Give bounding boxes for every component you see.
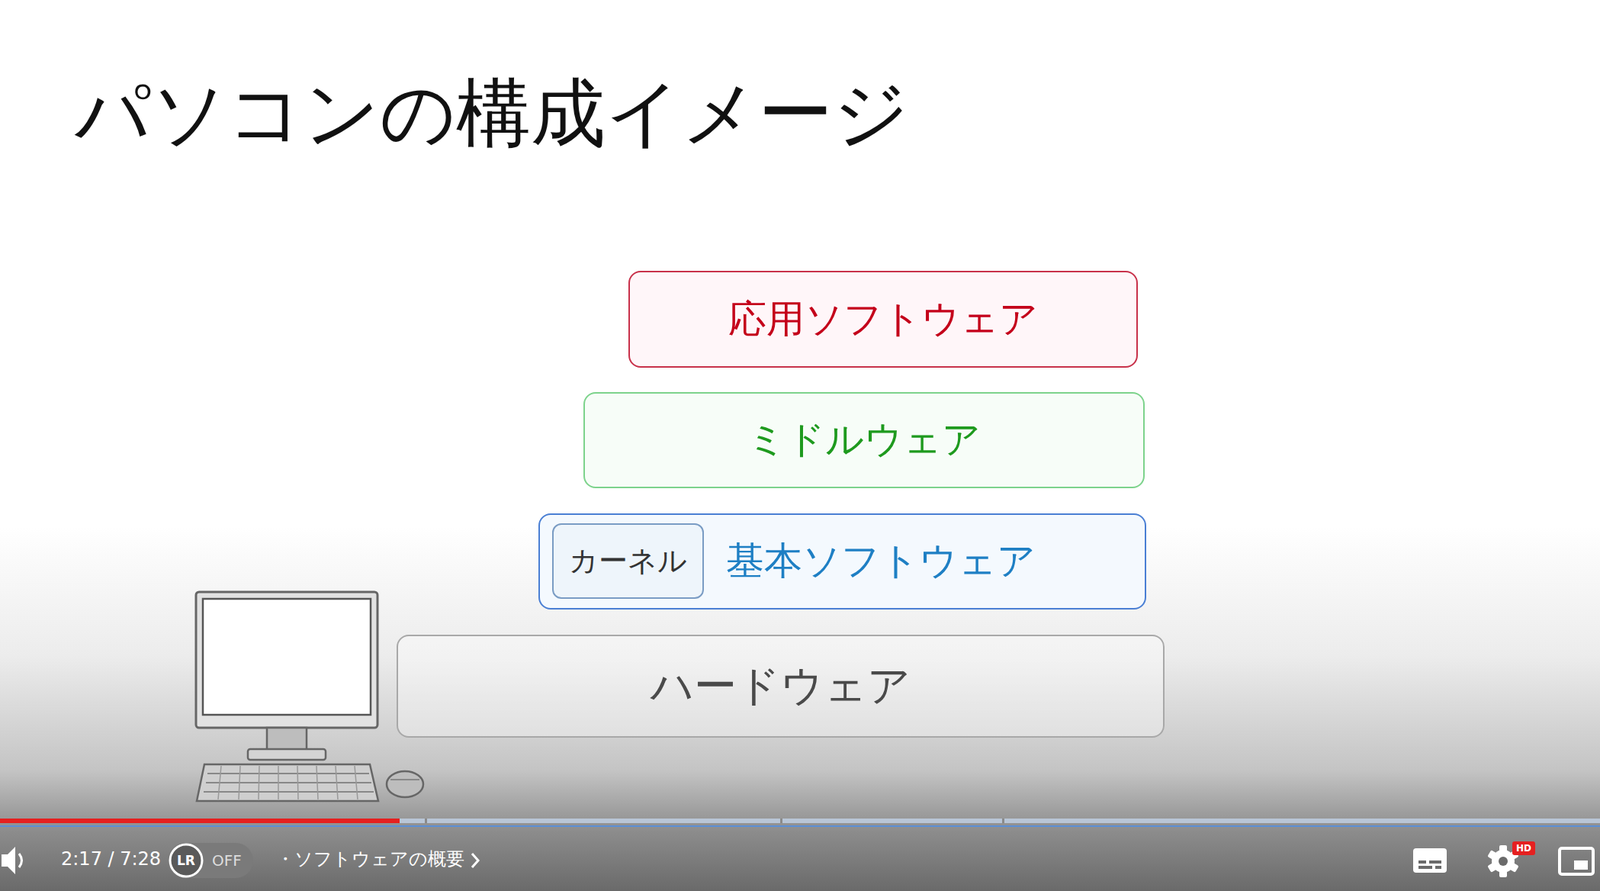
- slide-title: パソコンの構成イメージ: [74, 70, 910, 157]
- layer-box: 応用ソフトウェア: [628, 270, 1138, 368]
- layer-label: 応用ソフトウェア: [728, 297, 1038, 342]
- subtitles-icon: [1413, 848, 1447, 873]
- chevron: [472, 853, 479, 868]
- toggle-pill: [167, 842, 254, 878]
- hd-badge: [1512, 841, 1536, 855]
- toggle-state: OFF: [212, 851, 242, 870]
- layer-label: ミドルウェア: [747, 417, 981, 463]
- logo-letters: LR: [176, 852, 196, 868]
- layer-label: ハードウェア: [650, 661, 911, 711]
- layer-box: 基本ソフトウェア カーネル: [538, 513, 1147, 610]
- layer-label: カーネル: [568, 544, 688, 579]
- hd-text: HD: [1516, 842, 1532, 854]
- time-display: 2:17 / 7:28: [61, 848, 161, 871]
- computer-illustration: [195, 591, 424, 801]
- layer-box: ハードウェア: [396, 634, 1165, 738]
- kernel-box: カーネル: [552, 523, 704, 599]
- chapter-title: ・ソフトウェアの概要: [276, 848, 465, 871]
- layer-box: ミドルウェア: [583, 391, 1145, 489]
- progress-bar: [0, 818, 1600, 827]
- miniplayer-icon: [1559, 848, 1594, 874]
- volume-icon: [1, 846, 23, 874]
- layer-label: 基本ソフトウェア: [726, 539, 1036, 584]
